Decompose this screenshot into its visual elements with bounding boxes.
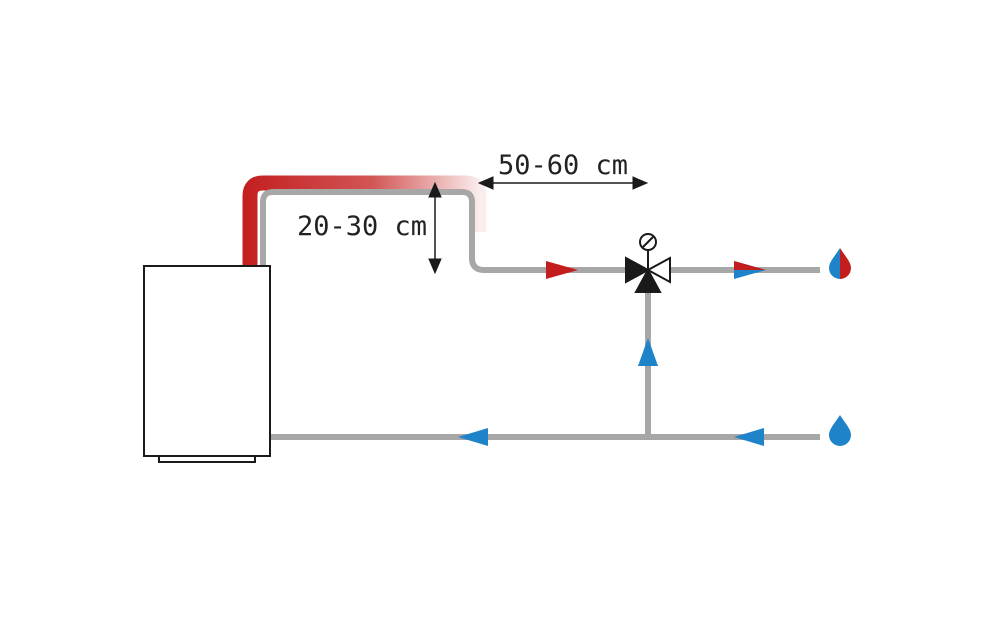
hot-water-glow (242, 175, 487, 266)
horizontal-dimension: 50-60 cm (477, 150, 649, 190)
cold-inlet-arrow-right (734, 428, 764, 446)
water-heater-icon (143, 265, 271, 463)
hot-flow-arrow (546, 261, 578, 279)
horizontal-dimension-label: 50-60 cm (498, 150, 628, 181)
cold-return-arrow-left (458, 428, 488, 446)
vertical-dimension-arrow-bottom (428, 258, 442, 275)
water-heater-body (143, 265, 271, 457)
vertical-dimension: 20-30 cm (297, 181, 442, 275)
water-heater-base (158, 455, 256, 463)
mixed-water-drop-icon (829, 248, 851, 279)
horizontal-dimension-arrow-left (477, 176, 494, 190)
flow-arrows (458, 261, 766, 446)
vertical-dimension-label: 20-30 cm (297, 211, 427, 242)
horizontal-dimension-arrow-right (632, 176, 649, 190)
valve-gauge-needle (642, 236, 654, 248)
cold-bypass-arrow (638, 338, 658, 366)
vertical-dimension-arrow-top (428, 181, 442, 198)
hot-outlet-pipe (260, 189, 638, 273)
valve-left-wedge (625, 256, 651, 284)
valve-bottom-wedge (634, 267, 662, 293)
mixed-flow-arrow (734, 261, 766, 279)
valve-right-wedge (645, 256, 671, 284)
thermostatic-mixing-valve-icon (625, 233, 671, 293)
cold-water-drop-icon (829, 415, 851, 446)
